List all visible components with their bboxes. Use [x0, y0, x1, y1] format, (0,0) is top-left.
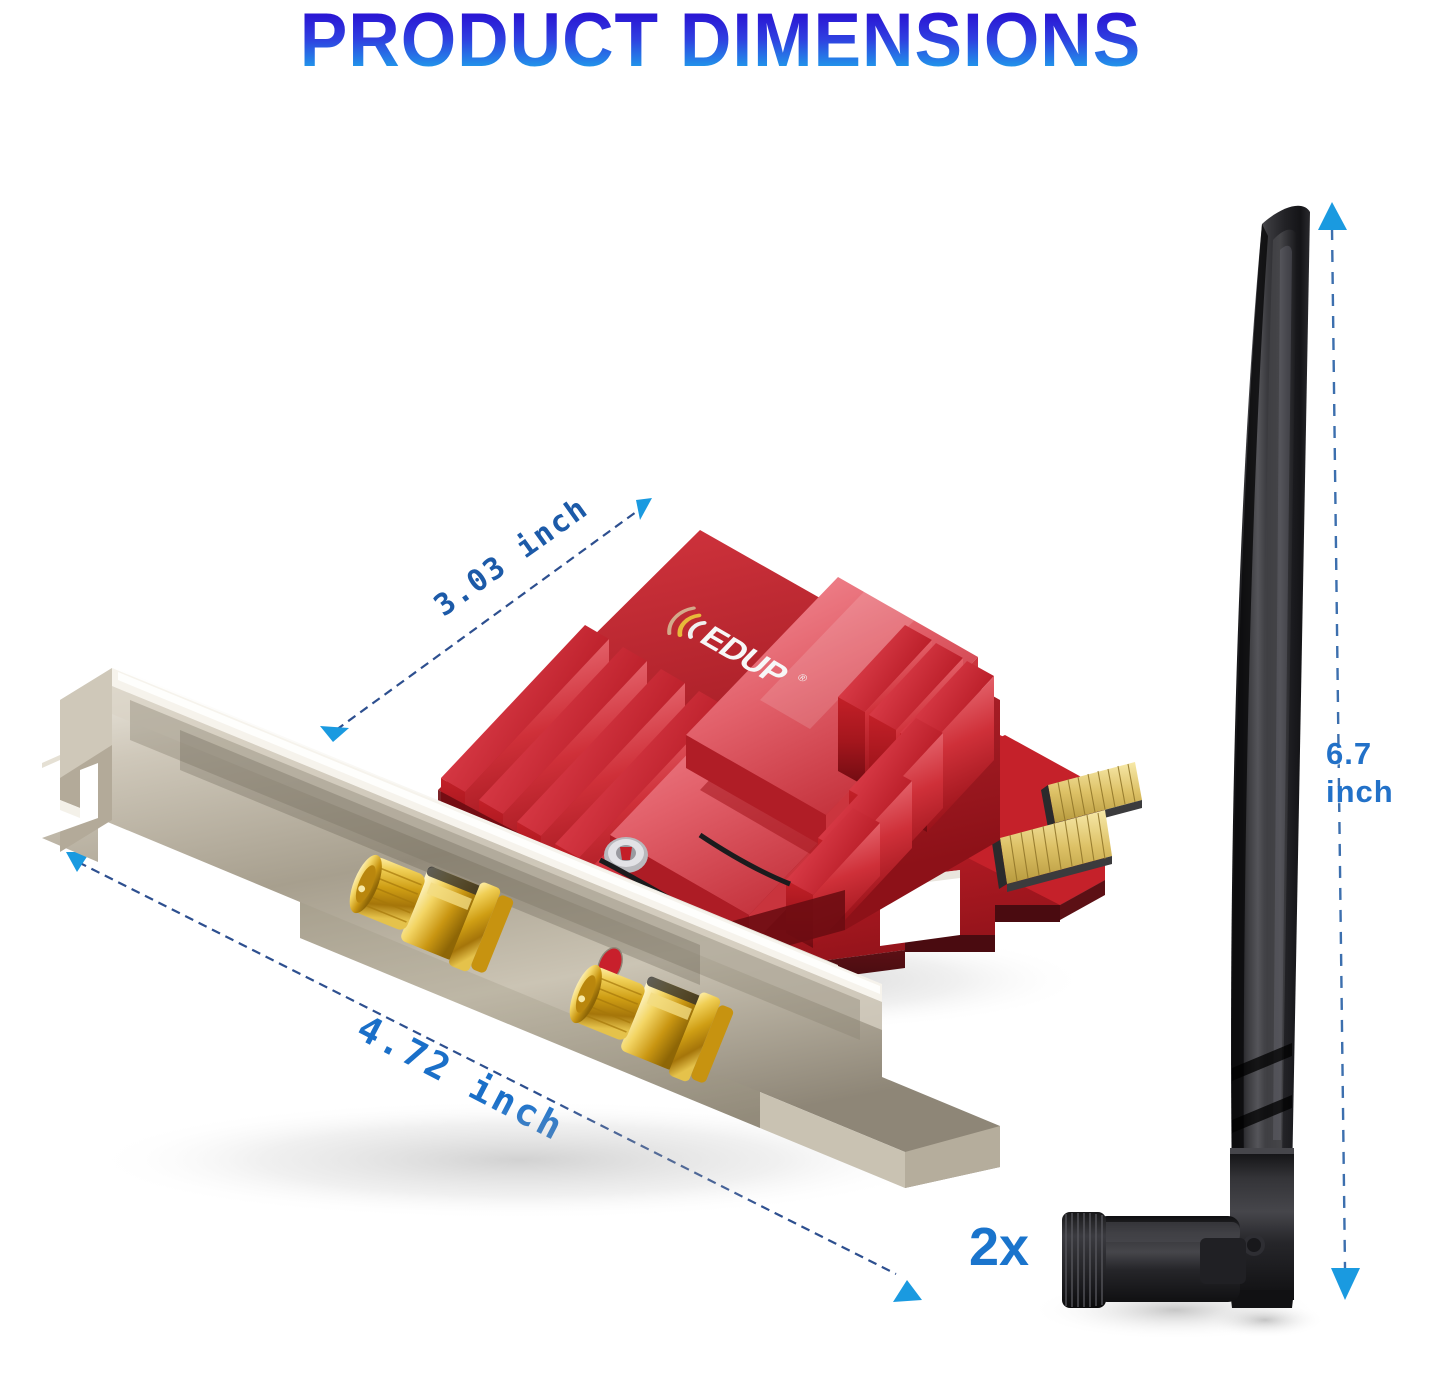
- antenna: [1230, 205, 1310, 1308]
- pcie-edge-connector: [992, 762, 1142, 892]
- antenna-base-connector: [1062, 1212, 1246, 1308]
- page-title: PRODUCT DIMENSIONS: [7, 0, 1434, 85]
- heatsink: EDUP ®: [438, 530, 1000, 970]
